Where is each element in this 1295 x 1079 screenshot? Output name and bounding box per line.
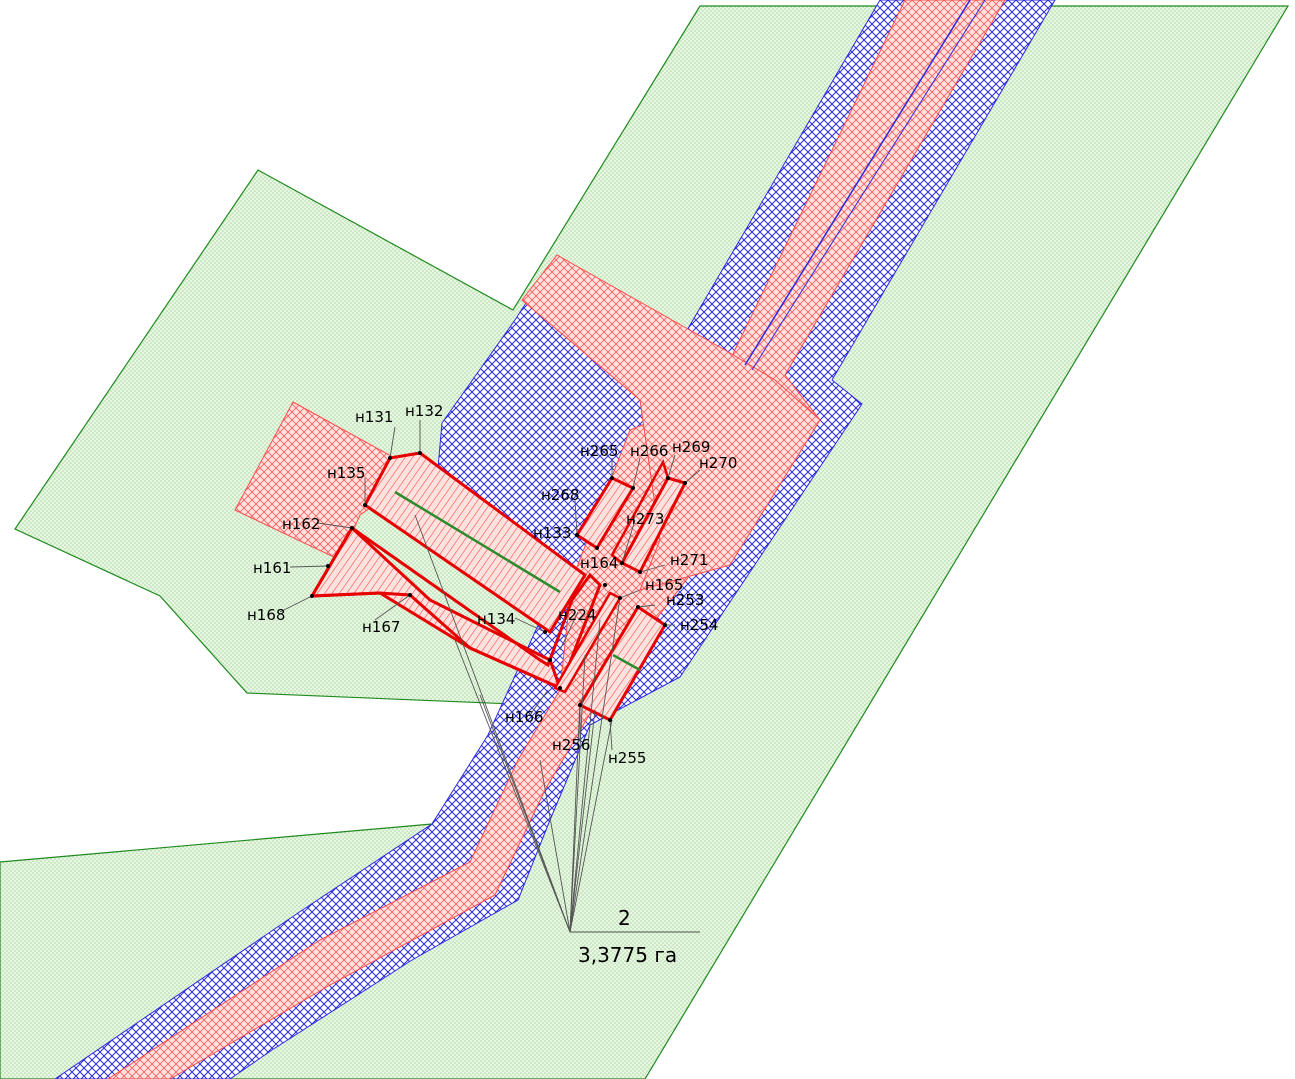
parcel-area: 3,3775 га bbox=[578, 943, 677, 967]
blue-center-lines bbox=[744, 0, 986, 371]
leader-lines bbox=[279, 420, 701, 933]
label-n268: н268 bbox=[541, 486, 579, 504]
label-n254: н254 bbox=[680, 616, 718, 634]
label-n253: н253 bbox=[666, 591, 704, 609]
parcel-label: 2 3,3775 га bbox=[578, 906, 677, 967]
boundary-points bbox=[310, 451, 687, 722]
label-n135: н135 bbox=[327, 464, 365, 482]
label-n265: н265 bbox=[580, 442, 618, 460]
label-n256: н256 bbox=[552, 736, 590, 754]
label-n161: н161 bbox=[253, 559, 291, 577]
red-parcels bbox=[309, 451, 688, 722]
label-n134: н134 bbox=[477, 610, 515, 628]
label-n132: н132 bbox=[405, 402, 443, 420]
label-n224: н224 bbox=[558, 606, 596, 624]
label-n165: н165 bbox=[645, 576, 683, 594]
point-labels: н131 н132 н135 н162 н161 н168 н167 н134 … bbox=[247, 402, 737, 767]
label-n266: н266 bbox=[630, 442, 668, 460]
label-n164: н164 bbox=[580, 554, 618, 572]
label-n270: н270 bbox=[699, 454, 737, 472]
label-n168: н168 bbox=[247, 606, 285, 624]
label-n271: н271 bbox=[670, 551, 708, 569]
label-n131: н131 bbox=[355, 408, 393, 426]
label-n133: н133 bbox=[533, 524, 571, 542]
label-n166: н166 bbox=[505, 708, 543, 726]
label-n167: н167 bbox=[362, 618, 400, 636]
label-n273: н273 bbox=[626, 510, 664, 528]
label-n162: н162 bbox=[282, 515, 320, 533]
label-n269: н269 bbox=[672, 438, 710, 456]
label-n255: н255 bbox=[608, 749, 646, 767]
parcel-number: 2 bbox=[618, 906, 631, 930]
green-lines bbox=[394, 490, 641, 672]
red-block-upper bbox=[521, 254, 821, 591]
red-corridor bbox=[107, 0, 1006, 1079]
